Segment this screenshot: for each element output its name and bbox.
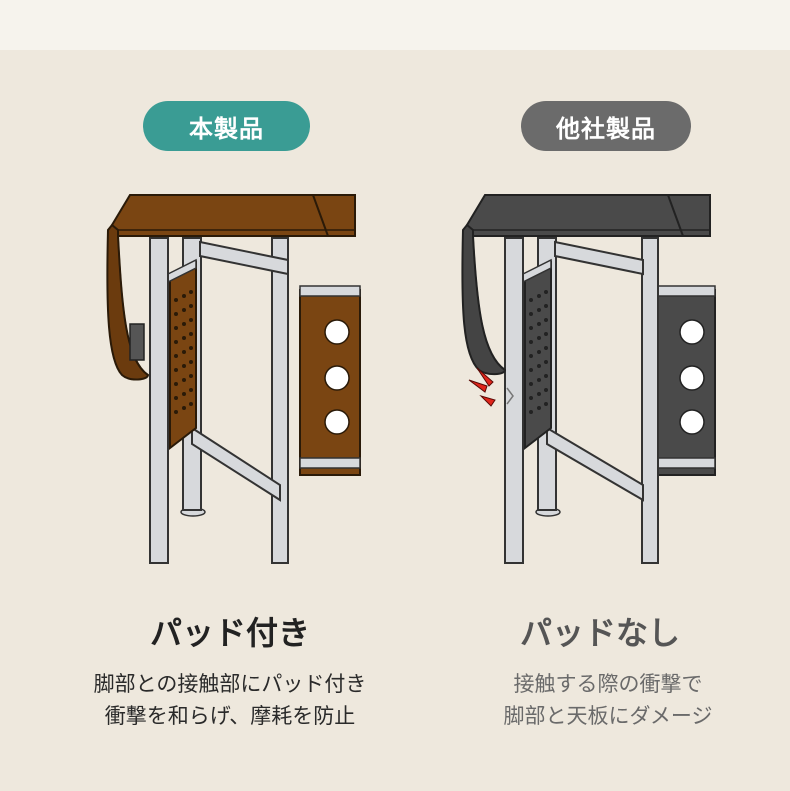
other-product-heading: パッドなし [519, 614, 680, 652]
other-product-description-line2: 脚部と天板にダメージ [503, 704, 713, 728]
folding-leaf [461, 223, 507, 376]
frame-back-leg [180, 237, 289, 564]
other-product-badge: 他社製品 [521, 101, 691, 151]
folding-leaf [106, 223, 150, 381]
table-top [110, 194, 356, 237]
other-product-description-line1: 接触する際の衝撃で [513, 672, 703, 696]
frame-crossbars [546, 240, 644, 502]
perforated-panel [167, 258, 197, 451]
perforated-panel [522, 258, 552, 451]
our-product-description-line1: 脚部との接触部にパッド付き [93, 672, 367, 696]
our-product-heading: パッド付き [149, 614, 310, 652]
top-band [0, 0, 790, 50]
side-shelf-panel [654, 285, 716, 476]
other-product-description: 接触する際の衝撃で 脚部と天板にダメージ [418, 668, 790, 732]
side-shelf-panel [299, 285, 361, 476]
other-product-illustration [461, 194, 716, 564]
our-product-illustration [106, 194, 361, 564]
table-top [465, 194, 711, 237]
frame-front-leg [504, 237, 524, 564]
pad [129, 323, 145, 361]
frame-crossbars [191, 240, 289, 502]
our-product-badge: 本製品 [143, 101, 310, 151]
impact-marks [468, 367, 514, 407]
frame-back-leg [535, 237, 659, 564]
frame-front-leg [149, 237, 169, 564]
our-product-description: 脚部との接触部にパッド付き 衝撃を和らげ、摩耗を防止 [40, 668, 420, 732]
our-product-description-line2: 衝撃を和らげ、摩耗を防止 [104, 704, 356, 728]
